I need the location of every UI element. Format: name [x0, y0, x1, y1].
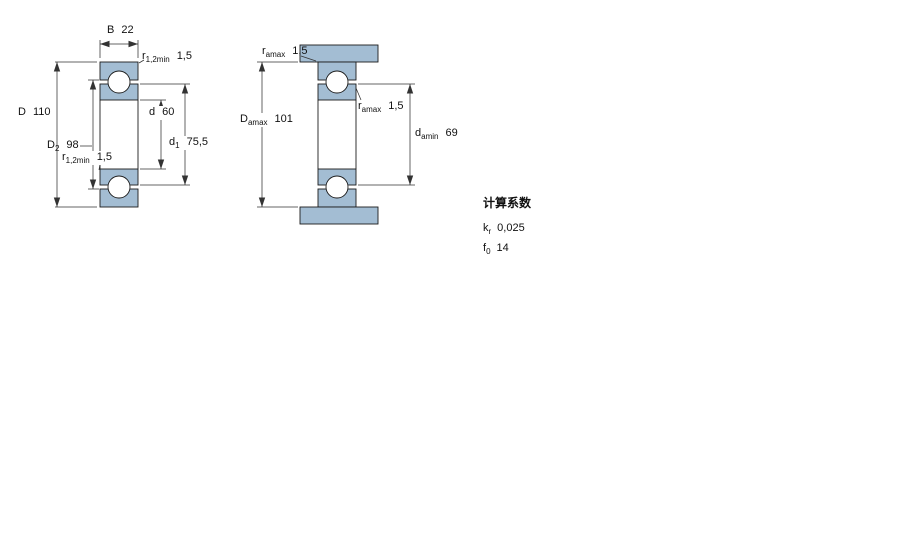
dim-value: 1,5 — [292, 45, 308, 57]
leader-r-top — [138, 59, 145, 64]
dim-symbol: d — [149, 106, 156, 118]
dim-label-r-top: r1,2min 1,5 — [142, 50, 192, 64]
dim-value: 98 — [66, 139, 79, 151]
right-ball-top — [325, 70, 349, 94]
dim-label-D: D 110 — [18, 106, 51, 120]
dim-label-Da: Damax 101 — [238, 113, 295, 128]
dim-label-r-bottom: r1,2min 1,5 — [60, 151, 114, 166]
dim-value: 69 — [445, 127, 458, 139]
dim-label-ra-top: ramax 1,5 — [262, 45, 308, 59]
dimension-D2 — [80, 79, 99, 190]
dim-symbol: r — [358, 100, 362, 112]
dim-subscript: amax — [247, 118, 268, 128]
dim-symbol: D — [18, 106, 26, 118]
dim-symbol: r — [262, 45, 266, 57]
leader-ra-mid — [355, 87, 362, 101]
dim-symbol: d — [415, 127, 422, 139]
factor-subscript: 0 — [486, 247, 491, 257]
factor-kr: kr 0,025 — [483, 222, 531, 238]
dim-symbol: D — [47, 139, 55, 151]
dimension-B — [99, 40, 139, 58]
factor-value: 0,025 — [497, 222, 525, 234]
dim-subscript: 1,2min — [145, 55, 170, 65]
dim-symbol: r — [142, 50, 146, 62]
right-housing-shoulder-bottom — [299, 206, 379, 225]
dim-value: 60 — [162, 106, 175, 118]
leader-ra-top — [300, 55, 317, 62]
dim-symbol: D — [240, 113, 248, 125]
calculation-factors: 计算系数 kr 0,025 f0 14 — [483, 194, 531, 262]
dim-subscript: amin — [421, 132, 439, 142]
dim-symbol: d — [169, 136, 176, 148]
dimension-da — [358, 83, 415, 186]
dimension-d1 — [140, 83, 190, 186]
dim-symbol: r — [62, 151, 66, 163]
dim-label-ra-mid: ramax 1,5 — [358, 100, 404, 114]
left-ball-top — [107, 70, 131, 94]
right-view-abutment — [257, 44, 415, 225]
factors-title: 计算系数 — [483, 196, 532, 210]
right-ball-bottom — [325, 175, 349, 199]
dim-value: 1,5 — [176, 50, 192, 62]
dim-value: 22 — [121, 24, 134, 36]
dim-value: 1,5 — [96, 151, 112, 163]
dim-value: 110 — [32, 106, 51, 118]
left-view-cross-section — [53, 40, 190, 208]
dim-value: 101 — [274, 113, 293, 125]
factor-value: 14 — [496, 242, 509, 255]
left-ball-bottom — [107, 175, 131, 199]
dim-label-B: B 22 — [107, 24, 134, 38]
dim-subscript: 1 — [175, 141, 180, 151]
factor-symbol: f — [483, 242, 487, 255]
dim-subscript: amax — [265, 50, 286, 60]
factor-symbol: k — [483, 222, 489, 234]
dim-label-d: d 60 — [147, 106, 177, 121]
dim-value: 1,5 — [388, 100, 404, 112]
dim-label-D2: D2 98 — [47, 139, 79, 153]
dim-label-da: damin 69 — [415, 127, 458, 141]
dim-label-d1: d1 75,5 — [167, 136, 210, 151]
dim-symbol: B — [107, 24, 115, 36]
dim-subscript: 1,2min — [65, 156, 90, 166]
factor-subscript: r — [488, 227, 492, 237]
dimension-Da — [257, 61, 298, 208]
dimension-D — [53, 61, 97, 208]
dim-value: 75,5 — [186, 136, 208, 148]
dim-subscript: 2 — [54, 144, 60, 154]
factor-f0: f0 14 — [483, 242, 531, 258]
dim-subscript: amax — [361, 105, 382, 115]
